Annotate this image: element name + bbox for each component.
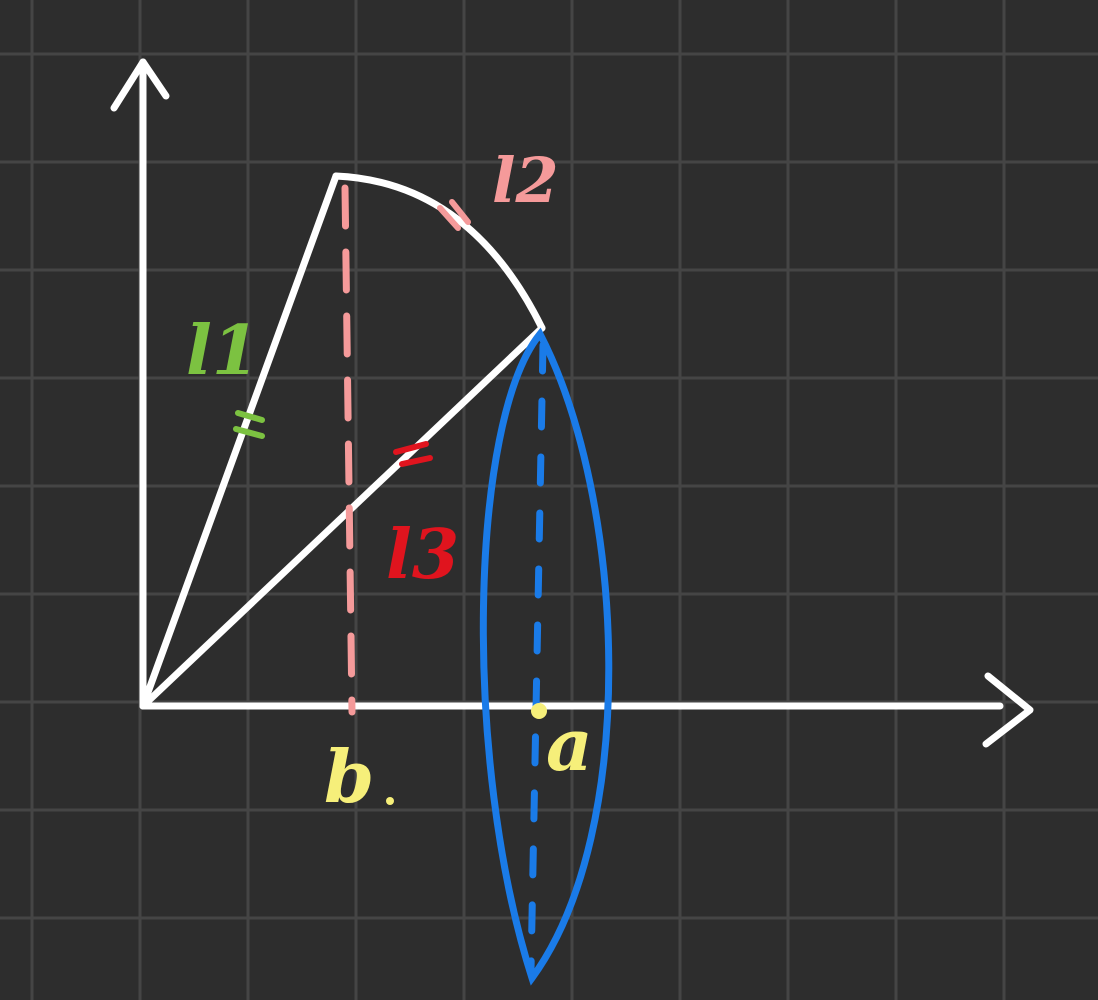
tick-l3-b (399, 455, 433, 467)
x-axis-arrowhead (982, 672, 1034, 748)
point-a-dot (531, 703, 547, 719)
label-l1: l1 (186, 311, 259, 391)
tick-l1-b (233, 426, 265, 439)
arc-l2 (332, 172, 546, 332)
tick-l3-a (393, 441, 429, 455)
label-l3: l3 (386, 515, 459, 595)
label-l2: l2 (492, 144, 559, 217)
tick-l2-a (437, 205, 461, 231)
projection-dashed-line-b (341, 184, 356, 716)
label-point-b: b (324, 734, 374, 819)
segment-l1 (139, 172, 340, 710)
label-point-a: a (546, 702, 593, 787)
revolution-axis-dashed (527, 341, 547, 974)
revolution-outline (479, 327, 613, 986)
point-b-dot (386, 797, 394, 805)
segment-l3 (139, 324, 546, 710)
tick-marks (233, 199, 471, 467)
axes (110, 58, 1034, 748)
sector (139, 172, 546, 710)
y-axis-arrowhead (110, 58, 170, 112)
revolution-ellipse (479, 327, 613, 986)
tick-l2-b (449, 199, 471, 225)
tick-l1-a (235, 410, 265, 423)
